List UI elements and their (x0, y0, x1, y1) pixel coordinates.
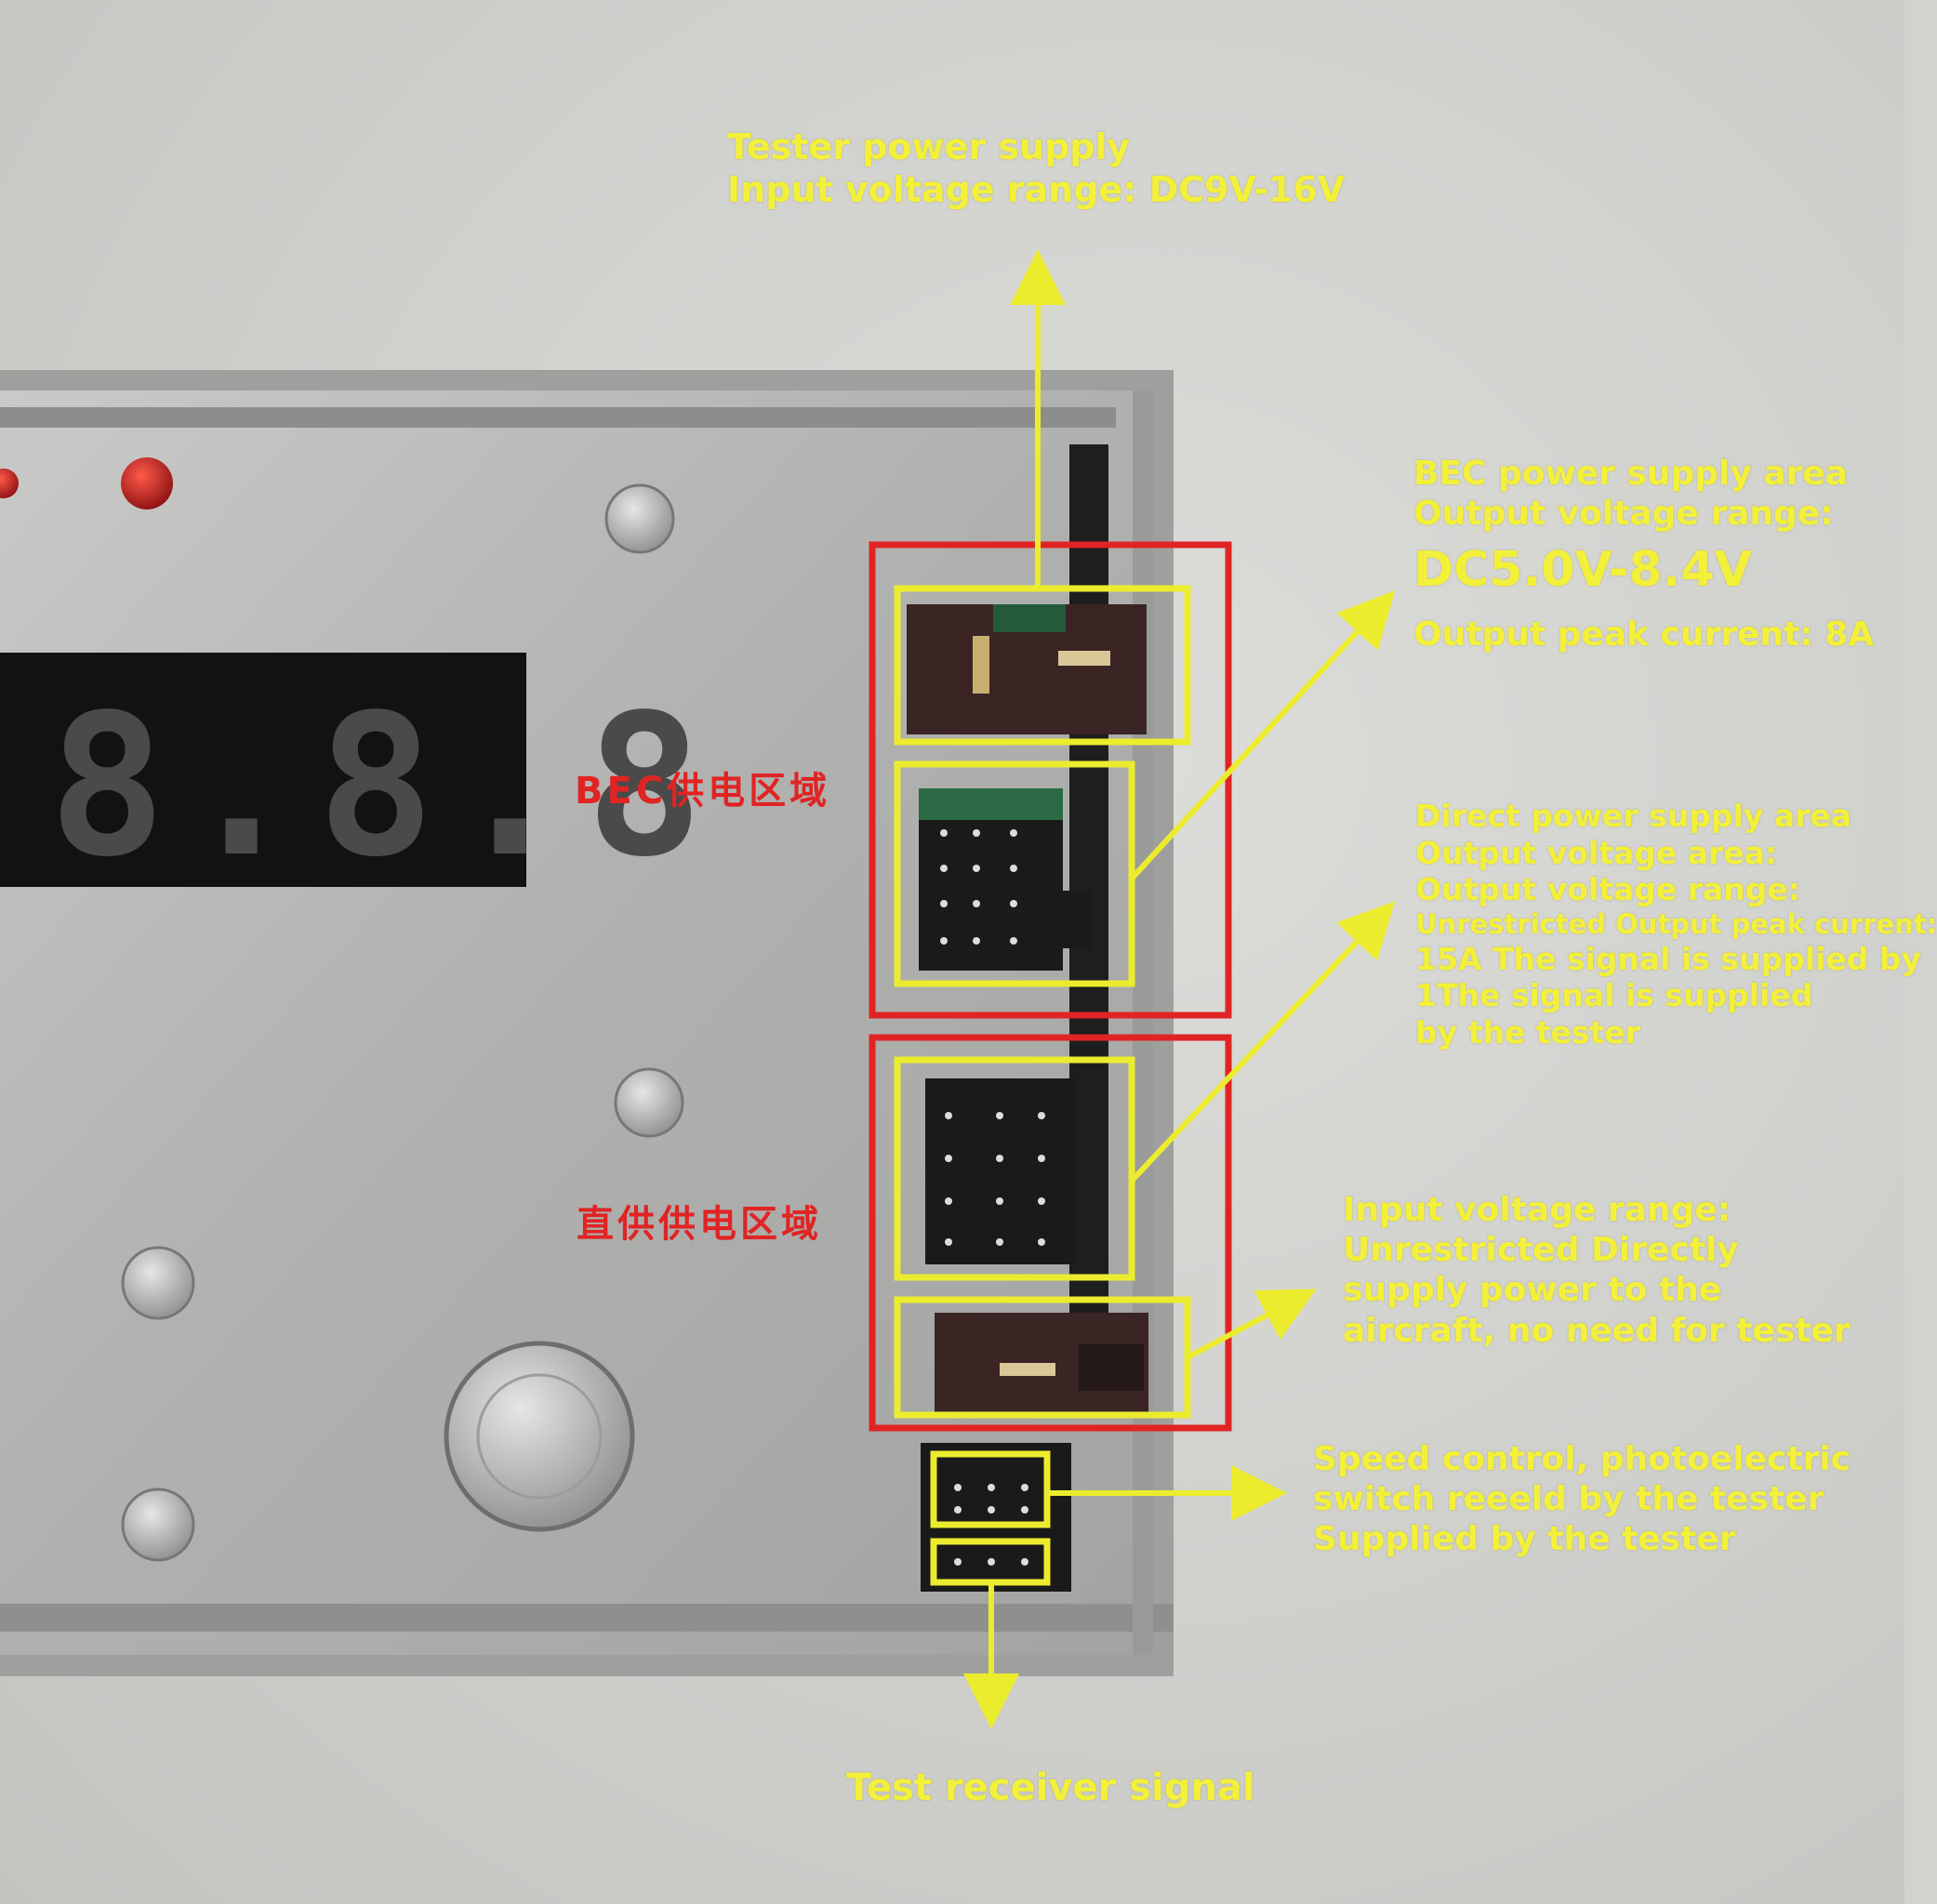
button-knob (121, 1488, 195, 1562)
callout-line: Speed control, photoelectric (1313, 1440, 1851, 1478)
tester-power-connector (907, 604, 1147, 734)
status-led (121, 457, 173, 509)
direct-zone-label: 直供供电区域 (577, 1203, 822, 1246)
callout-line: Output voltage range: (1413, 495, 1834, 534)
callout-line: Input voltage range: (1343, 1191, 1731, 1229)
callout-line: Output voltage area: (1415, 834, 1778, 871)
bec-voltage: DC5.0V-8.4V (1413, 542, 1752, 599)
bec-zone-label: BEC供电区域 (575, 770, 831, 813)
callout-line: Supplied by the tester (1313, 1520, 1736, 1559)
receiver-signal-callout: Test receiver signal (846, 1766, 1255, 1809)
speed-control-callout: Speed control, photoelectric switch reee… (1313, 1439, 1851, 1560)
direct-zone-outline (869, 1034, 1232, 1432)
callout-line: Unrestricted Directly (1343, 1231, 1739, 1270)
callout-line: Input voltage range: DC9V-16V (727, 168, 1346, 210)
button-knob (604, 483, 675, 554)
callout-line: BEC power supply area (1413, 455, 1849, 493)
bec-zone-outline (869, 541, 1232, 1019)
direct-callout: Direct power supply area Output voltage … (1415, 798, 1937, 1051)
direct-input-callout: Input voltage range: Unrestricted Direct… (1343, 1190, 1851, 1351)
callout-line: by the tester (1415, 1013, 1640, 1051)
callout-line: aircraft, no need for tester (1343, 1311, 1851, 1350)
callout-line: supply power to the (1343, 1271, 1722, 1310)
callout-line: Unrestricted Output peak current: (1415, 907, 1937, 940)
direct-power-connector (935, 1313, 1148, 1415)
header-pins (940, 829, 1045, 1566)
callout-line: switch reeeld by the tester (1313, 1480, 1824, 1519)
seven-segment-display: 8.8.8 (0, 653, 720, 900)
display-digits: 8.8.8 (48, 672, 720, 900)
button-knob (614, 1067, 684, 1138)
status-led-edge (0, 469, 19, 498)
bec-current: Output peak current: 8A (1413, 615, 1875, 654)
button-knob (121, 1246, 195, 1320)
callout-line: 1The signal is supplied (1415, 977, 1813, 1014)
callout-line: Tester power supply (727, 126, 1131, 167)
large-dial-knob (444, 1341, 635, 1532)
callout-line: Output voltage range: (1415, 871, 1800, 908)
callout-line: Direct power supply area (1415, 798, 1851, 834)
callout-line: 15A The signal is supplied by (1415, 940, 1922, 977)
tester-power-callout: Tester power supply Input voltage range:… (727, 126, 1345, 211)
callout-arrows (963, 249, 1396, 1729)
direct-servo-header (925, 1078, 1076, 1264)
bec-callout: BEC power supply area Output voltage ran… (1413, 454, 1874, 654)
